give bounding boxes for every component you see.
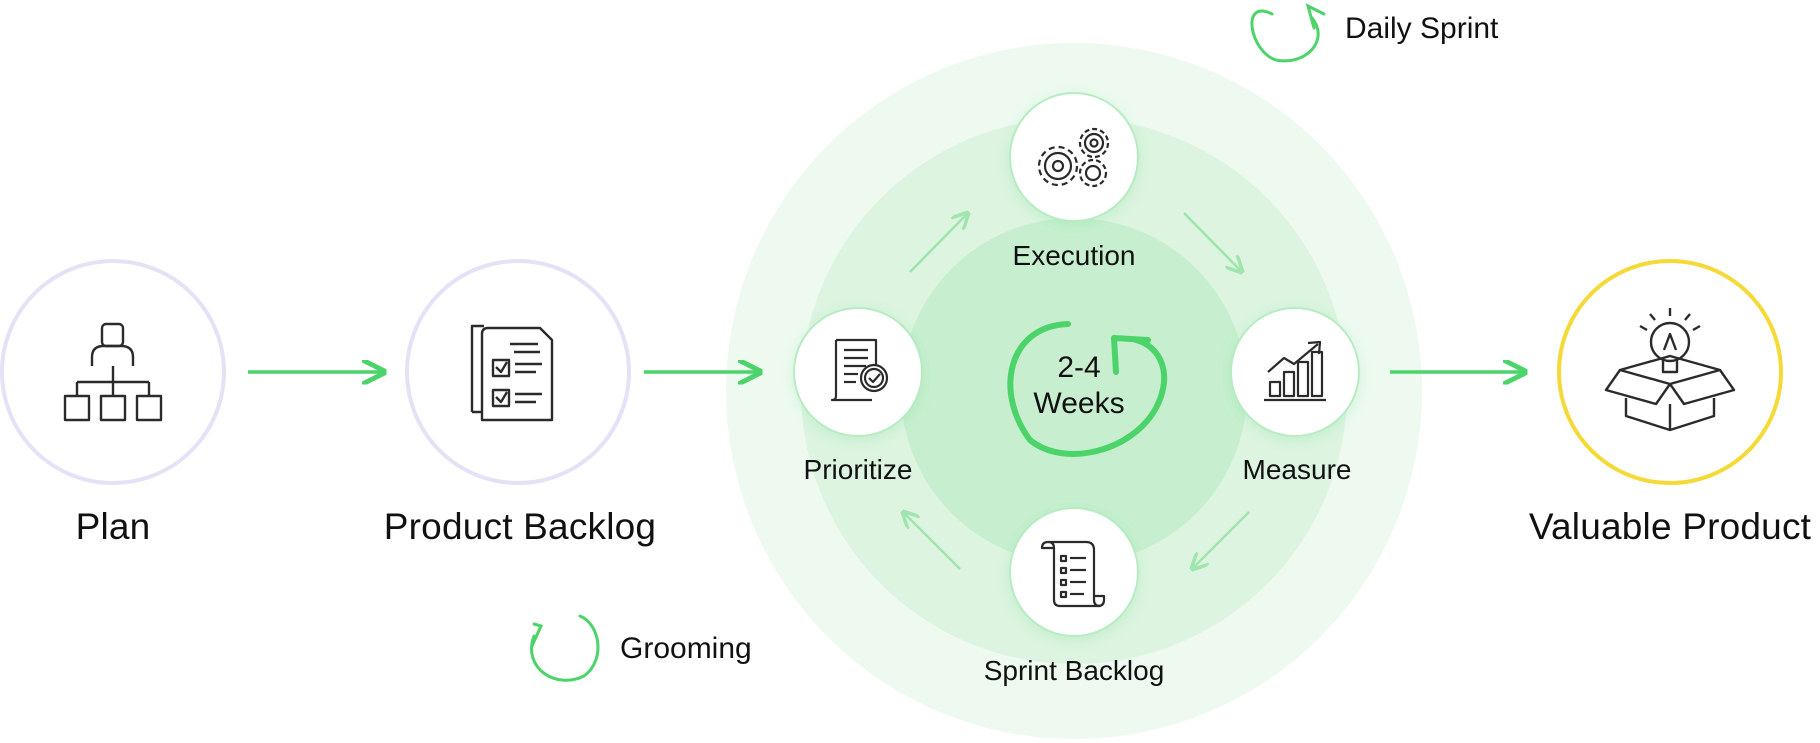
- prioritize-node: [793, 307, 923, 437]
- arrow-sprint-backlog-to-prioritize: [903, 512, 961, 570]
- growth-chart-icon: [1264, 340, 1326, 402]
- arrow-measure-to-sprint-backlog: [1192, 511, 1250, 569]
- grooming-label: Grooming: [620, 632, 752, 665]
- grooming-loop-icon: [530, 614, 600, 682]
- sprint-cycle-arrowhead: [1111, 335, 1151, 375]
- valuable-product-label: Valuable Product: [1528, 506, 1812, 547]
- plan-label: Plan: [75, 506, 151, 547]
- sprint-duration-unit: Weeks: [1033, 387, 1125, 420]
- sprint-cycle-loop-icon: [1007, 321, 1168, 457]
- daily-sprint-label: Daily Sprint: [1345, 12, 1499, 45]
- sprint-inner-ring: [901, 218, 1247, 564]
- measure-label: Measure: [1242, 454, 1352, 485]
- checklist-documents-icon: [470, 324, 554, 422]
- product-backlog-label: Product Backlog: [383, 506, 657, 547]
- gears-icon: [1037, 127, 1110, 188]
- org-chart-icon: [63, 322, 163, 422]
- sprint-duration-range: 2-4: [1057, 351, 1101, 384]
- arrow-prioritize-to-execution: [909, 213, 968, 273]
- sprint-backlog-label: Sprint Backlog: [983, 655, 1165, 686]
- sprint-backlog-node: [1009, 507, 1139, 637]
- sprint-duration: 2-4 Weeks: [1033, 350, 1124, 422]
- approved-document-icon: [830, 338, 889, 402]
- execution-node: [1009, 92, 1139, 222]
- scroll-list-icon: [1040, 540, 1106, 608]
- daily-sprint-loop-icon: [1250, 3, 1326, 63]
- idea-box-icon: [1604, 308, 1736, 432]
- execution-label: Execution: [1012, 240, 1136, 271]
- arrow-execution-to-measure: [1183, 212, 1242, 272]
- prioritize-label: Prioritize: [803, 454, 913, 485]
